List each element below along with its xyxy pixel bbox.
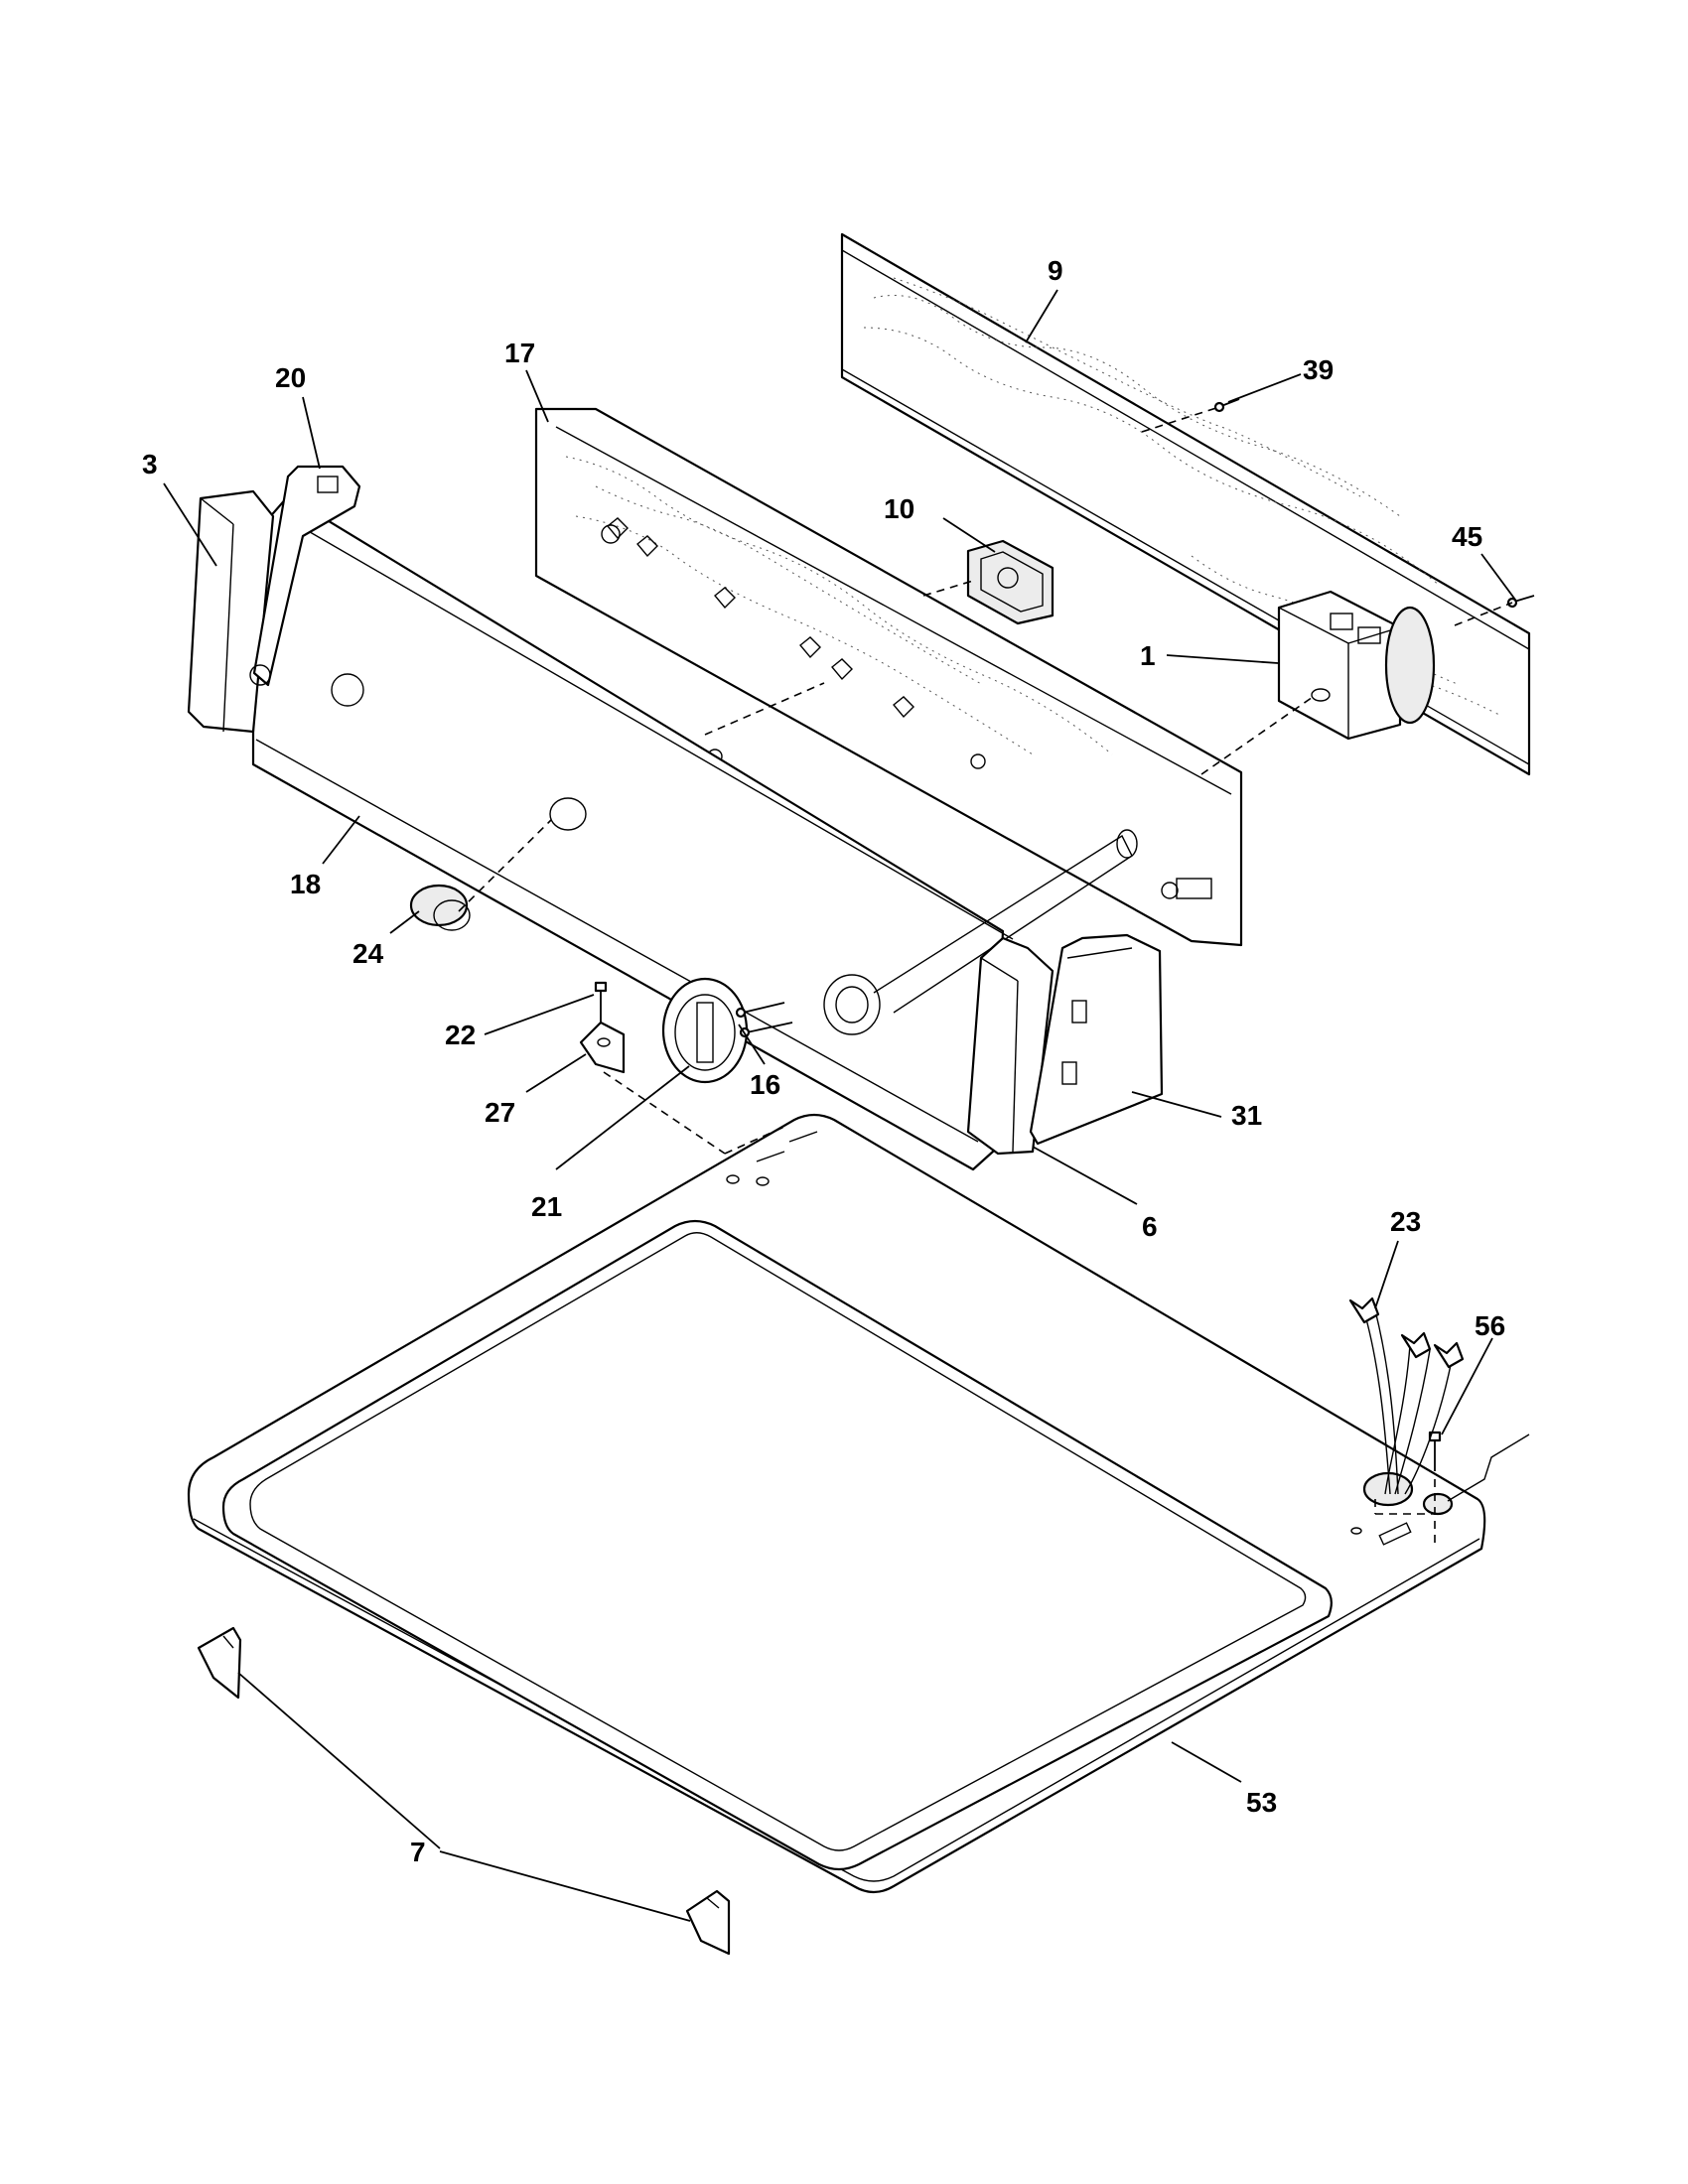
- callout-31: 31: [1231, 1100, 1262, 1131]
- screw-part-22: [594, 981, 608, 1023]
- timer-part-1: [1277, 590, 1436, 741]
- right-end-cap-part-6: [966, 936, 1055, 1156]
- left-end-cap-part-3: [187, 489, 275, 734]
- panel-cutouts: [607, 517, 914, 719]
- screw-part-56: [1428, 1431, 1442, 1471]
- switch-part-10: [966, 539, 1055, 625]
- button-part-24: [409, 884, 471, 931]
- callout-16: 16: [750, 1069, 780, 1100]
- left-bracket-part-20: [249, 465, 361, 687]
- control-panel-backing-part-17: [534, 407, 1243, 947]
- callout-22: 22: [445, 1020, 476, 1050]
- callout-10: 10: [884, 493, 914, 524]
- screw-part-39: [1213, 398, 1240, 413]
- callout-labels: 9 39 17 20 3 10 45 1 18 24 22 16 27 31 2…: [142, 255, 1505, 1867]
- bracket-part-27: [579, 1021, 626, 1074]
- hinge-clip-part-7-right: [685, 1889, 731, 1956]
- callout-17: 17: [504, 338, 535, 368]
- callout-9: 9: [1048, 255, 1063, 286]
- top-part-53: [187, 1113, 1486, 1894]
- callout-1: 1: [1140, 640, 1156, 671]
- leader-lines: [163, 289, 1516, 1922]
- callout-53: 53: [1246, 1787, 1277, 1818]
- callout-56: 56: [1475, 1310, 1505, 1341]
- alignment-lines: [458, 406, 1513, 1549]
- callout-18: 18: [290, 869, 321, 899]
- callout-27: 27: [485, 1097, 515, 1128]
- callout-24: 24: [352, 938, 384, 969]
- screw-part-45: [1506, 595, 1535, 609]
- callout-7: 7: [410, 1837, 426, 1867]
- callout-3: 3: [142, 449, 158, 479]
- right-bracket-part-31: [1029, 933, 1164, 1146]
- callout-23: 23: [1390, 1206, 1421, 1237]
- callout-39: 39: [1303, 354, 1334, 385]
- callout-45: 45: [1452, 521, 1482, 552]
- knob-part-21: [661, 977, 749, 1084]
- callout-6: 6: [1142, 1211, 1158, 1242]
- callout-21: 21: [531, 1191, 562, 1222]
- hinge-clip-part-7-left: [197, 1626, 242, 1700]
- callout-20: 20: [275, 362, 306, 393]
